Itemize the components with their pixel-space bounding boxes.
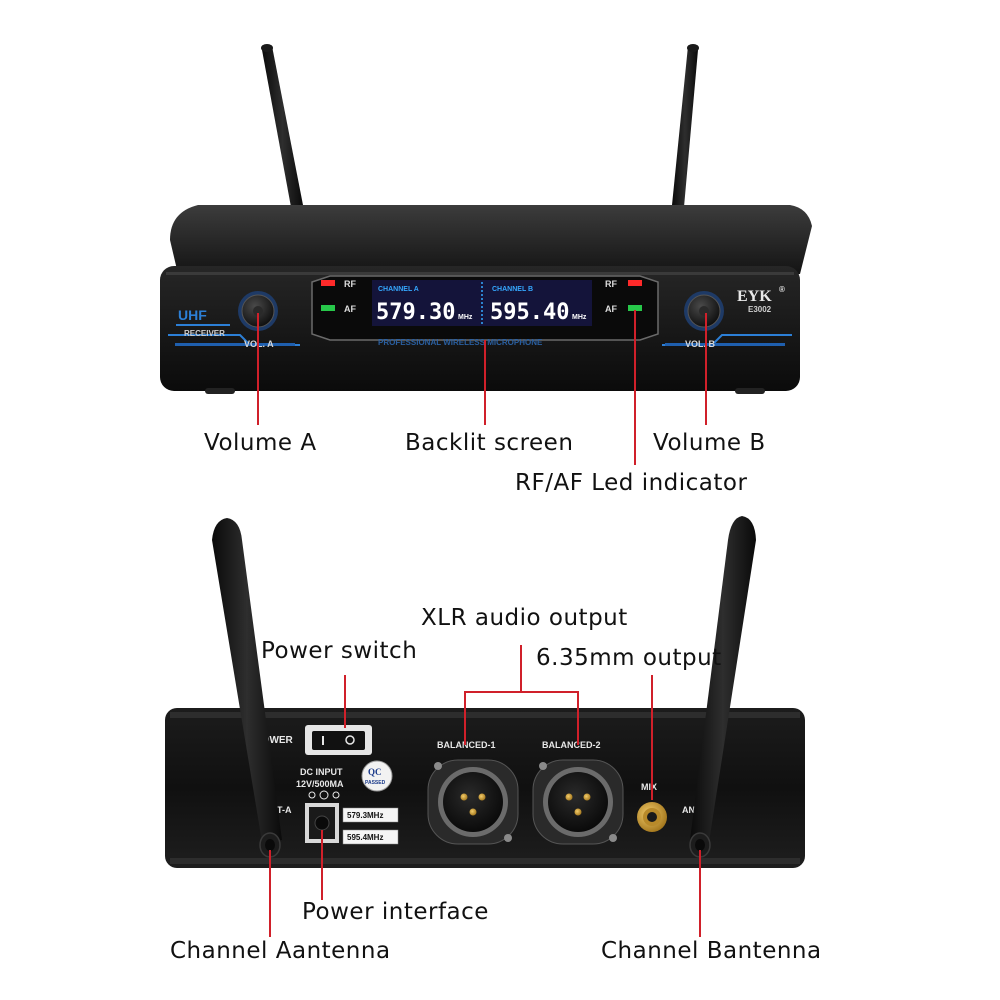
front-callout-lines — [257, 310, 707, 465]
callout-volume-b: Volume B — [653, 430, 766, 456]
xlr-output-1[interactable] — [427, 759, 519, 845]
callout-jack-output: 6.35mm output — [536, 645, 722, 671]
callout-backlit-screen: Backlit screen — [405, 430, 574, 456]
strip-text: PROFESSIONAL WIRELESS MICROPHONE — [378, 338, 543, 347]
rear-antenna-a — [212, 518, 282, 858]
vol-b-label: VOL. B — [685, 339, 716, 349]
callout-rf-af-led: RF/AF Led indicator — [515, 470, 748, 496]
brand-uhf: UHF — [178, 307, 207, 323]
dc-jack[interactable] — [314, 815, 330, 831]
freq-sticker-b — [342, 829, 399, 845]
lcd-channel-b-unit: MHz — [572, 314, 587, 321]
front-lid — [170, 205, 812, 274]
qc-text: QC — [368, 767, 382, 777]
lcd-channel-a-freq: 579.30 — [376, 300, 455, 325]
power-switch[interactable] — [312, 731, 365, 750]
logo-mark: ® — [779, 285, 785, 294]
front-antenna-a — [261, 44, 303, 207]
vol-a-label: VOL. A — [244, 339, 274, 349]
callout-power-interface: Power interface — [302, 899, 489, 925]
led-rf-a — [321, 280, 335, 286]
led-rf-b — [628, 280, 642, 286]
lcd-channel-b-label: CHANNEL B — [492, 286, 533, 293]
dc-input-line2: 12V/500MA — [296, 779, 344, 789]
freq-sticker-b-text: 595.4MHz — [347, 833, 383, 842]
power-label: POWER — [255, 735, 294, 746]
led-af-b — [628, 305, 642, 311]
led-af-a-label: AF — [344, 304, 356, 314]
model-number: E3002 — [748, 305, 772, 314]
mix-label: MIX — [641, 782, 657, 792]
callout-power-switch: Power switch — [261, 638, 418, 664]
callout-channel-b-antenna: Channel Bantenna — [601, 938, 822, 964]
led-af-b-label: AF — [605, 304, 617, 314]
freq-sticker-a — [342, 807, 399, 823]
led-rf-b-label: RF — [605, 279, 617, 289]
lcd-channel-a-label: CHANNEL A — [378, 286, 419, 293]
xlr-output-2[interactable] — [532, 759, 624, 845]
balanced-2-label: BALANCED-2 — [542, 740, 601, 750]
led-af-a — [321, 305, 335, 311]
balanced-1-label: BALANCED-1 — [437, 740, 496, 750]
volume-b-knob[interactable] — [684, 291, 724, 331]
qc-badge — [361, 760, 393, 792]
led-rf-a-label: RF — [344, 279, 356, 289]
logo-eyk: EYK — [737, 288, 772, 305]
rear-antenna-b — [689, 516, 756, 858]
callout-xlr-output: XLR audio output — [421, 605, 628, 631]
rear-callout-lines — [269, 645, 701, 937]
lcd-channel-b-freq: 595.40 — [490, 300, 569, 325]
rear-receiver: POWER DC INPUT 12V/500MA QC PASSED 579.3… — [165, 516, 805, 868]
lcd-channel-a-unit: MHz — [458, 314, 473, 321]
callout-volume-a: Volume A — [204, 430, 317, 456]
receiver-label: RECEIVER — [184, 329, 225, 338]
mix-jack[interactable] — [637, 802, 667, 832]
callout-channel-a-antenna: Channel Aantenna — [170, 938, 391, 964]
freq-sticker-a-text: 579.3MHz — [347, 811, 383, 820]
dc-input-line1: DC INPUT — [300, 767, 343, 777]
front-receiver: UHF RECEIVER VOL. A VOL. B EYK ® E3002 R… — [160, 44, 812, 394]
qc-passed: PASSED — [365, 780, 386, 786]
front-antenna-b — [672, 44, 699, 207]
